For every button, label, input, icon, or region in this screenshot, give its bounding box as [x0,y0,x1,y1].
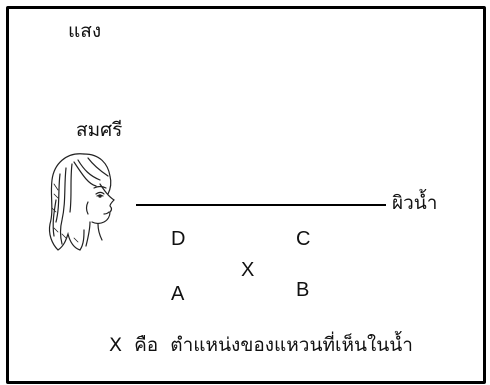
point-a: A [171,283,185,305]
point-x: X [241,259,255,281]
point-d: D [171,228,186,250]
label-water-surface: ผิวน้ำ [392,192,438,214]
label-person: สมศรี [76,119,123,141]
diagram-frame [6,6,486,384]
water-surface-line [136,204,386,206]
point-b: B [296,279,310,301]
girl-face-drawing [48,153,115,251]
legend-text: X คือ ตำแหน่งของแหวนที่เห็นในน้ำ [109,334,413,356]
point-c: C [296,228,311,250]
label-light: แสง [68,20,102,42]
